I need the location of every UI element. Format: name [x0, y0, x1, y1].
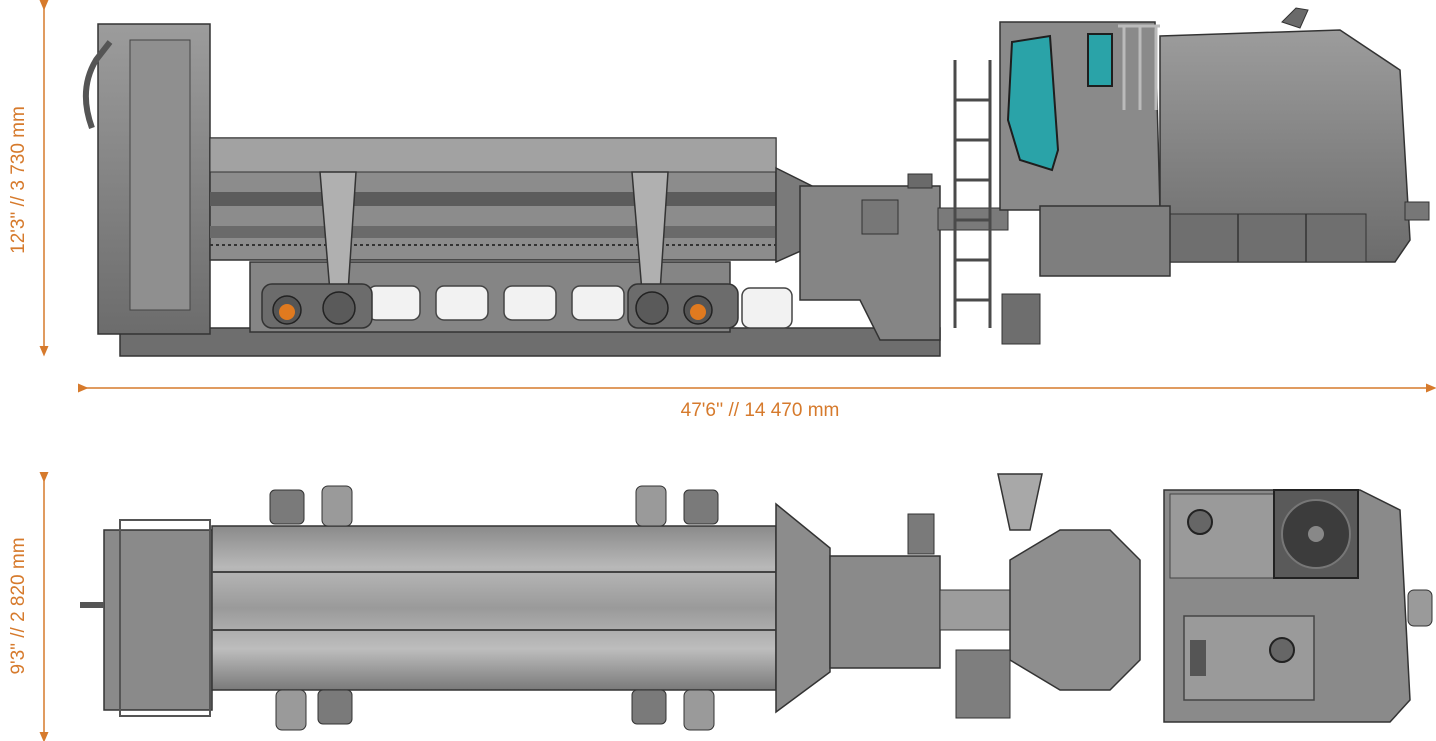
drum-dark-band — [210, 192, 776, 206]
shaft-top — [939, 589, 1011, 631]
wheel-group-rear — [627, 283, 739, 329]
tire-front-left — [269, 489, 305, 525]
fuel-tank — [1001, 293, 1041, 345]
length-dimension-label: 47'6'' // 14 470 mm — [681, 400, 840, 421]
lower-body — [1039, 205, 1171, 277]
hopper-funnel — [997, 473, 1043, 531]
drum-top — [211, 525, 777, 691]
ladder — [953, 60, 992, 328]
cab-window-side — [1087, 33, 1113, 87]
rear-plate-panel — [129, 39, 191, 311]
front-bumper-top — [1407, 589, 1433, 627]
cab-window-front — [1006, 34, 1060, 172]
top-view — [80, 473, 1433, 731]
mid-frame — [799, 185, 941, 341]
filler-cap — [1187, 509, 1213, 535]
drum-cone-top — [775, 502, 831, 714]
exhaust-stack — [1281, 7, 1309, 29]
width-dimension-label: 9'3" // 2 820 mm — [8, 537, 29, 674]
side-view — [82, 7, 1430, 357]
rear-handle — [82, 40, 113, 130]
dimension-lines — [39, 0, 1436, 741]
mid-section-top — [829, 555, 941, 669]
cab-rail — [1118, 24, 1160, 110]
rear-unit-top — [103, 529, 213, 711]
frame-cutouts — [367, 285, 793, 329]
height-dimension-label: 12'3" // 3 730 mm — [8, 106, 29, 254]
tire-front-right — [683, 489, 719, 525]
tire-rear-left — [317, 689, 353, 725]
front-bumper — [1404, 201, 1430, 221]
drum-lower-band — [210, 226, 776, 238]
drum-top-band — [209, 137, 777, 173]
front-octagon — [1009, 529, 1141, 691]
wheel-group-front — [261, 283, 373, 329]
tire-rear-right — [631, 689, 667, 725]
